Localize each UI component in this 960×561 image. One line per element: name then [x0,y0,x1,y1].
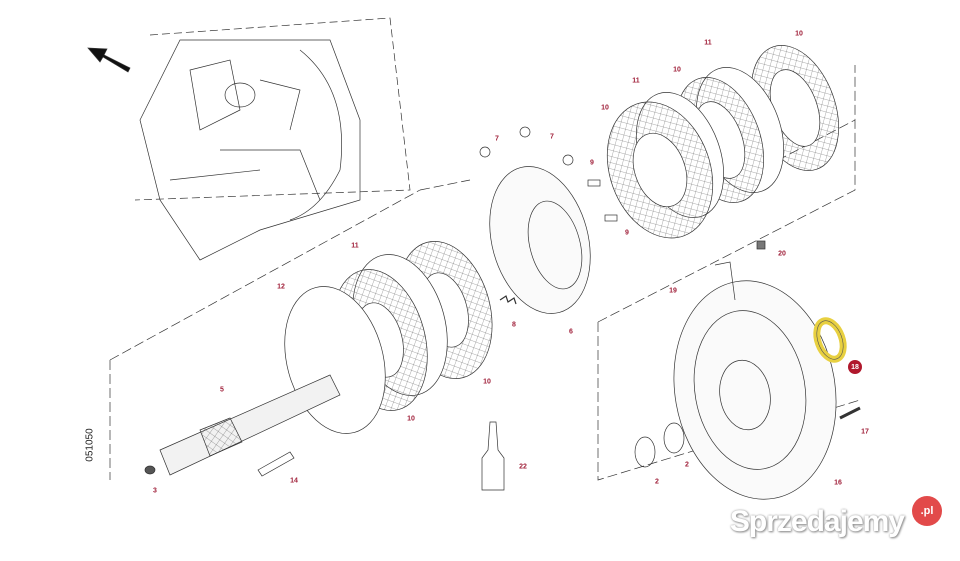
callout-11: 11 [632,77,640,85]
callout-11: 11 [351,242,359,250]
callout-18-highlighted[interactable]: 18 [848,360,862,374]
callout-10: 10 [483,378,491,386]
callout-8: 8 [512,321,516,329]
callout-19: 19 [669,287,677,295]
friction-disc-pack-upper [606,45,840,239]
callout-14: 14 [290,477,298,485]
callout-12: 12 [277,283,285,291]
callout-10: 10 [407,415,415,423]
callout-5: 5 [220,386,224,394]
direction-arrow-icon [87,47,131,73]
callout-10: 10 [673,66,681,74]
callout-7: 7 [495,135,499,143]
callout-16: 16 [834,479,842,487]
callout-11: 11 [704,39,712,47]
callout-7: 7 [550,133,554,141]
watermark-pl-badge: .pl [912,496,942,526]
callout-9: 9 [590,159,594,167]
callout-17: 17 [861,428,869,436]
callout-10: 10 [601,104,609,112]
callout-22: 22 [519,463,527,471]
callout-2: 2 [685,461,689,469]
friction-disc-pack-lower [284,241,493,434]
seal-ring-highlighted [813,317,847,363]
callout-6: 6 [569,328,573,336]
callout-9: 9 [625,229,629,237]
watermark-brand: Sprzedajemy [729,505,905,538]
drawing-number: 051050 [84,428,96,462]
callout-10: 10 [795,30,803,38]
callout-2: 2 [655,478,659,486]
callout-3: 3 [153,487,157,495]
callout-20: 20 [778,250,786,258]
